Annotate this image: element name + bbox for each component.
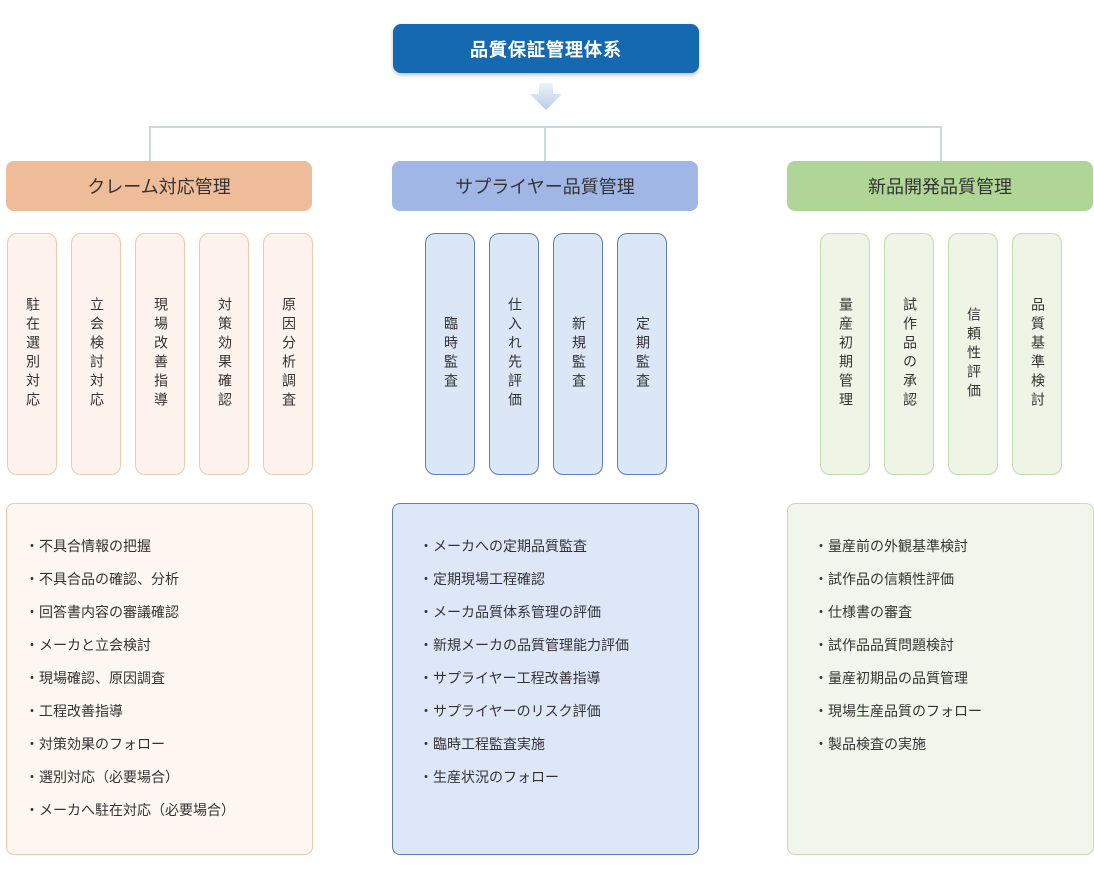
claim-card: 駐在選別対応 [7,233,57,475]
detail-item: ・臨時工程監査実施 [419,737,545,753]
new-product-detail-panel: ・量産前の外観基準検討 ・試作品の信頼性評価 ・仕様書の審査 ・試作品品質問題検… [787,503,1094,855]
detail-item: ・対策効果のフォロー [25,737,165,753]
detail-item: ・選別対応（必要場合） [25,770,179,786]
detail-item: ・定期現場工程確認 [419,572,545,588]
detail-item: ・量産初期品の品質管理 [814,671,968,687]
detail-item: ・量産前の外観基準検討 [814,539,968,555]
card-label: 仕入れ先評価 [506,297,522,411]
supplier-card: 新規監査 [553,233,603,475]
category-header-claim: クレーム対応管理 [6,161,312,211]
detail-item: ・不具合品の確認、分析 [25,572,179,588]
detail-item: ・試作品の信頼性評価 [814,572,954,588]
detail-item: ・現場生産品質のフォロー [814,704,982,720]
down-arrow-icon [530,83,562,110]
detail-item: ・メーカへの定期品質監査 [419,539,587,555]
claim-card: 立会検討対応 [71,233,121,475]
detail-item: ・試作品品質問題検討 [814,638,954,654]
detail-item: ・サプライヤー工程改善指導 [419,671,601,687]
category-header-new-product: 新品開発品質管理 [787,161,1093,211]
claim-card: 原因分析調査 [263,233,313,475]
supplier-card: 仕入れ先評価 [489,233,539,475]
new-product-card: 量産初期管理 [820,233,870,475]
page-title: 品質保証管理体系 [393,24,699,73]
card-label: 定期監査 [634,316,650,392]
detail-item: ・生産状況のフォロー [419,770,559,786]
new-product-card: 試作品の承認 [884,233,934,475]
category-header-supplier: サプライヤー品質管理 [392,161,698,211]
detail-item: ・メーカへ駐在対応（必要場合） [25,803,235,819]
claim-detail-panel: ・不具合情報の把握 ・不具合品の確認、分析 ・回答書内容の審議確認 ・メーカと立… [6,503,313,855]
detail-item: ・新規メーカの品質管理能力評価 [419,638,629,654]
card-label: 試作品の承認 [901,297,917,411]
card-label: 臨時監査 [442,316,458,392]
supplier-card: 臨時監査 [425,233,475,475]
detail-item: ・サプライヤーのリスク評価 [419,704,601,720]
detail-item: ・工程改善指導 [25,704,123,720]
card-label: 原因分析調査 [280,297,296,411]
supplier-card: 定期監査 [617,233,667,475]
card-label: 現場改善指導 [152,297,168,411]
detail-item: ・仕様書の審査 [814,605,912,621]
new-product-card: 品質基準検討 [1012,233,1062,475]
connector-left [149,126,151,161]
claim-card: 現場改善指導 [135,233,185,475]
detail-item: ・製品検査の実施 [814,737,926,753]
detail-item: ・メーカ品質体系管理の評価 [419,605,601,621]
connector-center [544,126,546,161]
card-label: 信頼性評価 [965,306,981,402]
claim-card: 対策効果確認 [199,233,249,475]
new-product-card: 信頼性評価 [948,233,998,475]
connector-right [940,126,942,161]
card-label: 品質基準検討 [1029,297,1045,411]
card-label: 駐在選別対応 [24,297,40,411]
card-label: 対策効果確認 [216,297,232,411]
card-label: 新規監査 [570,316,586,392]
detail-item: ・回答書内容の審議確認 [25,605,179,621]
detail-item: ・不具合情報の把握 [25,539,151,555]
detail-item: ・メーカと立会検討 [25,638,151,654]
detail-item: ・現場確認、原因調査 [25,671,165,687]
card-label: 立会検討対応 [88,297,104,411]
supplier-detail-panel: ・メーカへの定期品質監査 ・定期現場工程確認 ・メーカ品質体系管理の評価 ・新規… [392,503,699,855]
card-label: 量産初期管理 [837,297,853,411]
